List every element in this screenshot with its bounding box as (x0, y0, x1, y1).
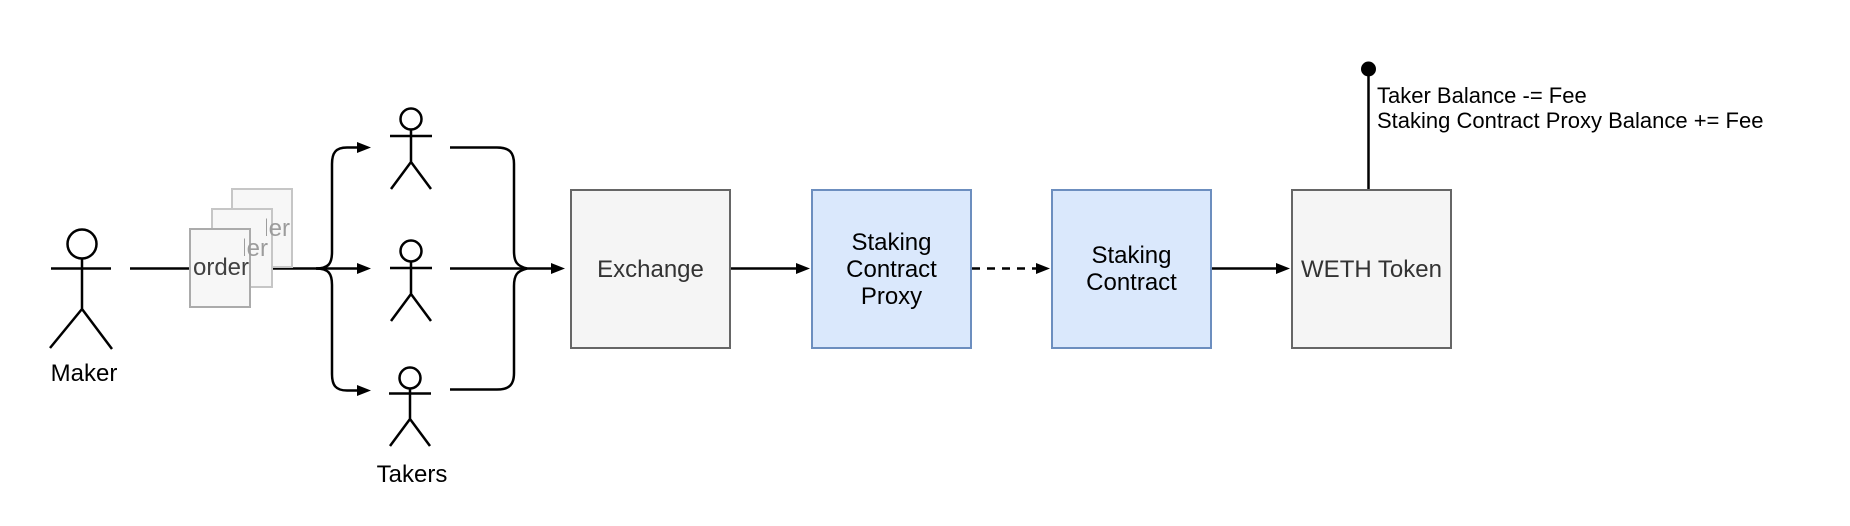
fee-annotation-line2: Staking Contract Proxy Balance += Fee (1377, 108, 1764, 133)
fee-annotation-dot (1361, 61, 1376, 77)
staking-contract-node: Staking Contract (1051, 189, 1212, 349)
orders-to-takers-split-arrows (315, 142, 371, 396)
staking-contract-proxy-node: Staking Contract Proxy (811, 189, 972, 349)
weth-token-node: WETH Token (1291, 189, 1452, 349)
taker-actor-icon (389, 107, 433, 190)
takers-label: Takers (376, 461, 448, 488)
exchange-node: Exchange (570, 189, 731, 349)
taker-actor-icon (389, 239, 433, 322)
order-paper-label: order (244, 237, 268, 261)
fee-annotation-line1: Taker Balance -= Fee (1377, 83, 1587, 108)
taker-actor-icon (388, 366, 432, 447)
takers-to-exchange-merge-arrow (450, 146, 565, 391)
fee-annotation: Taker Balance -= Fee Staking Contract Pr… (1377, 83, 1763, 133)
order-paper-front (189, 228, 251, 308)
order-paper-label: order (192, 254, 250, 281)
maker-label: Maker (50, 360, 118, 387)
maker-actor-icon (49, 228, 113, 350)
order-paper-label: order (266, 217, 290, 241)
